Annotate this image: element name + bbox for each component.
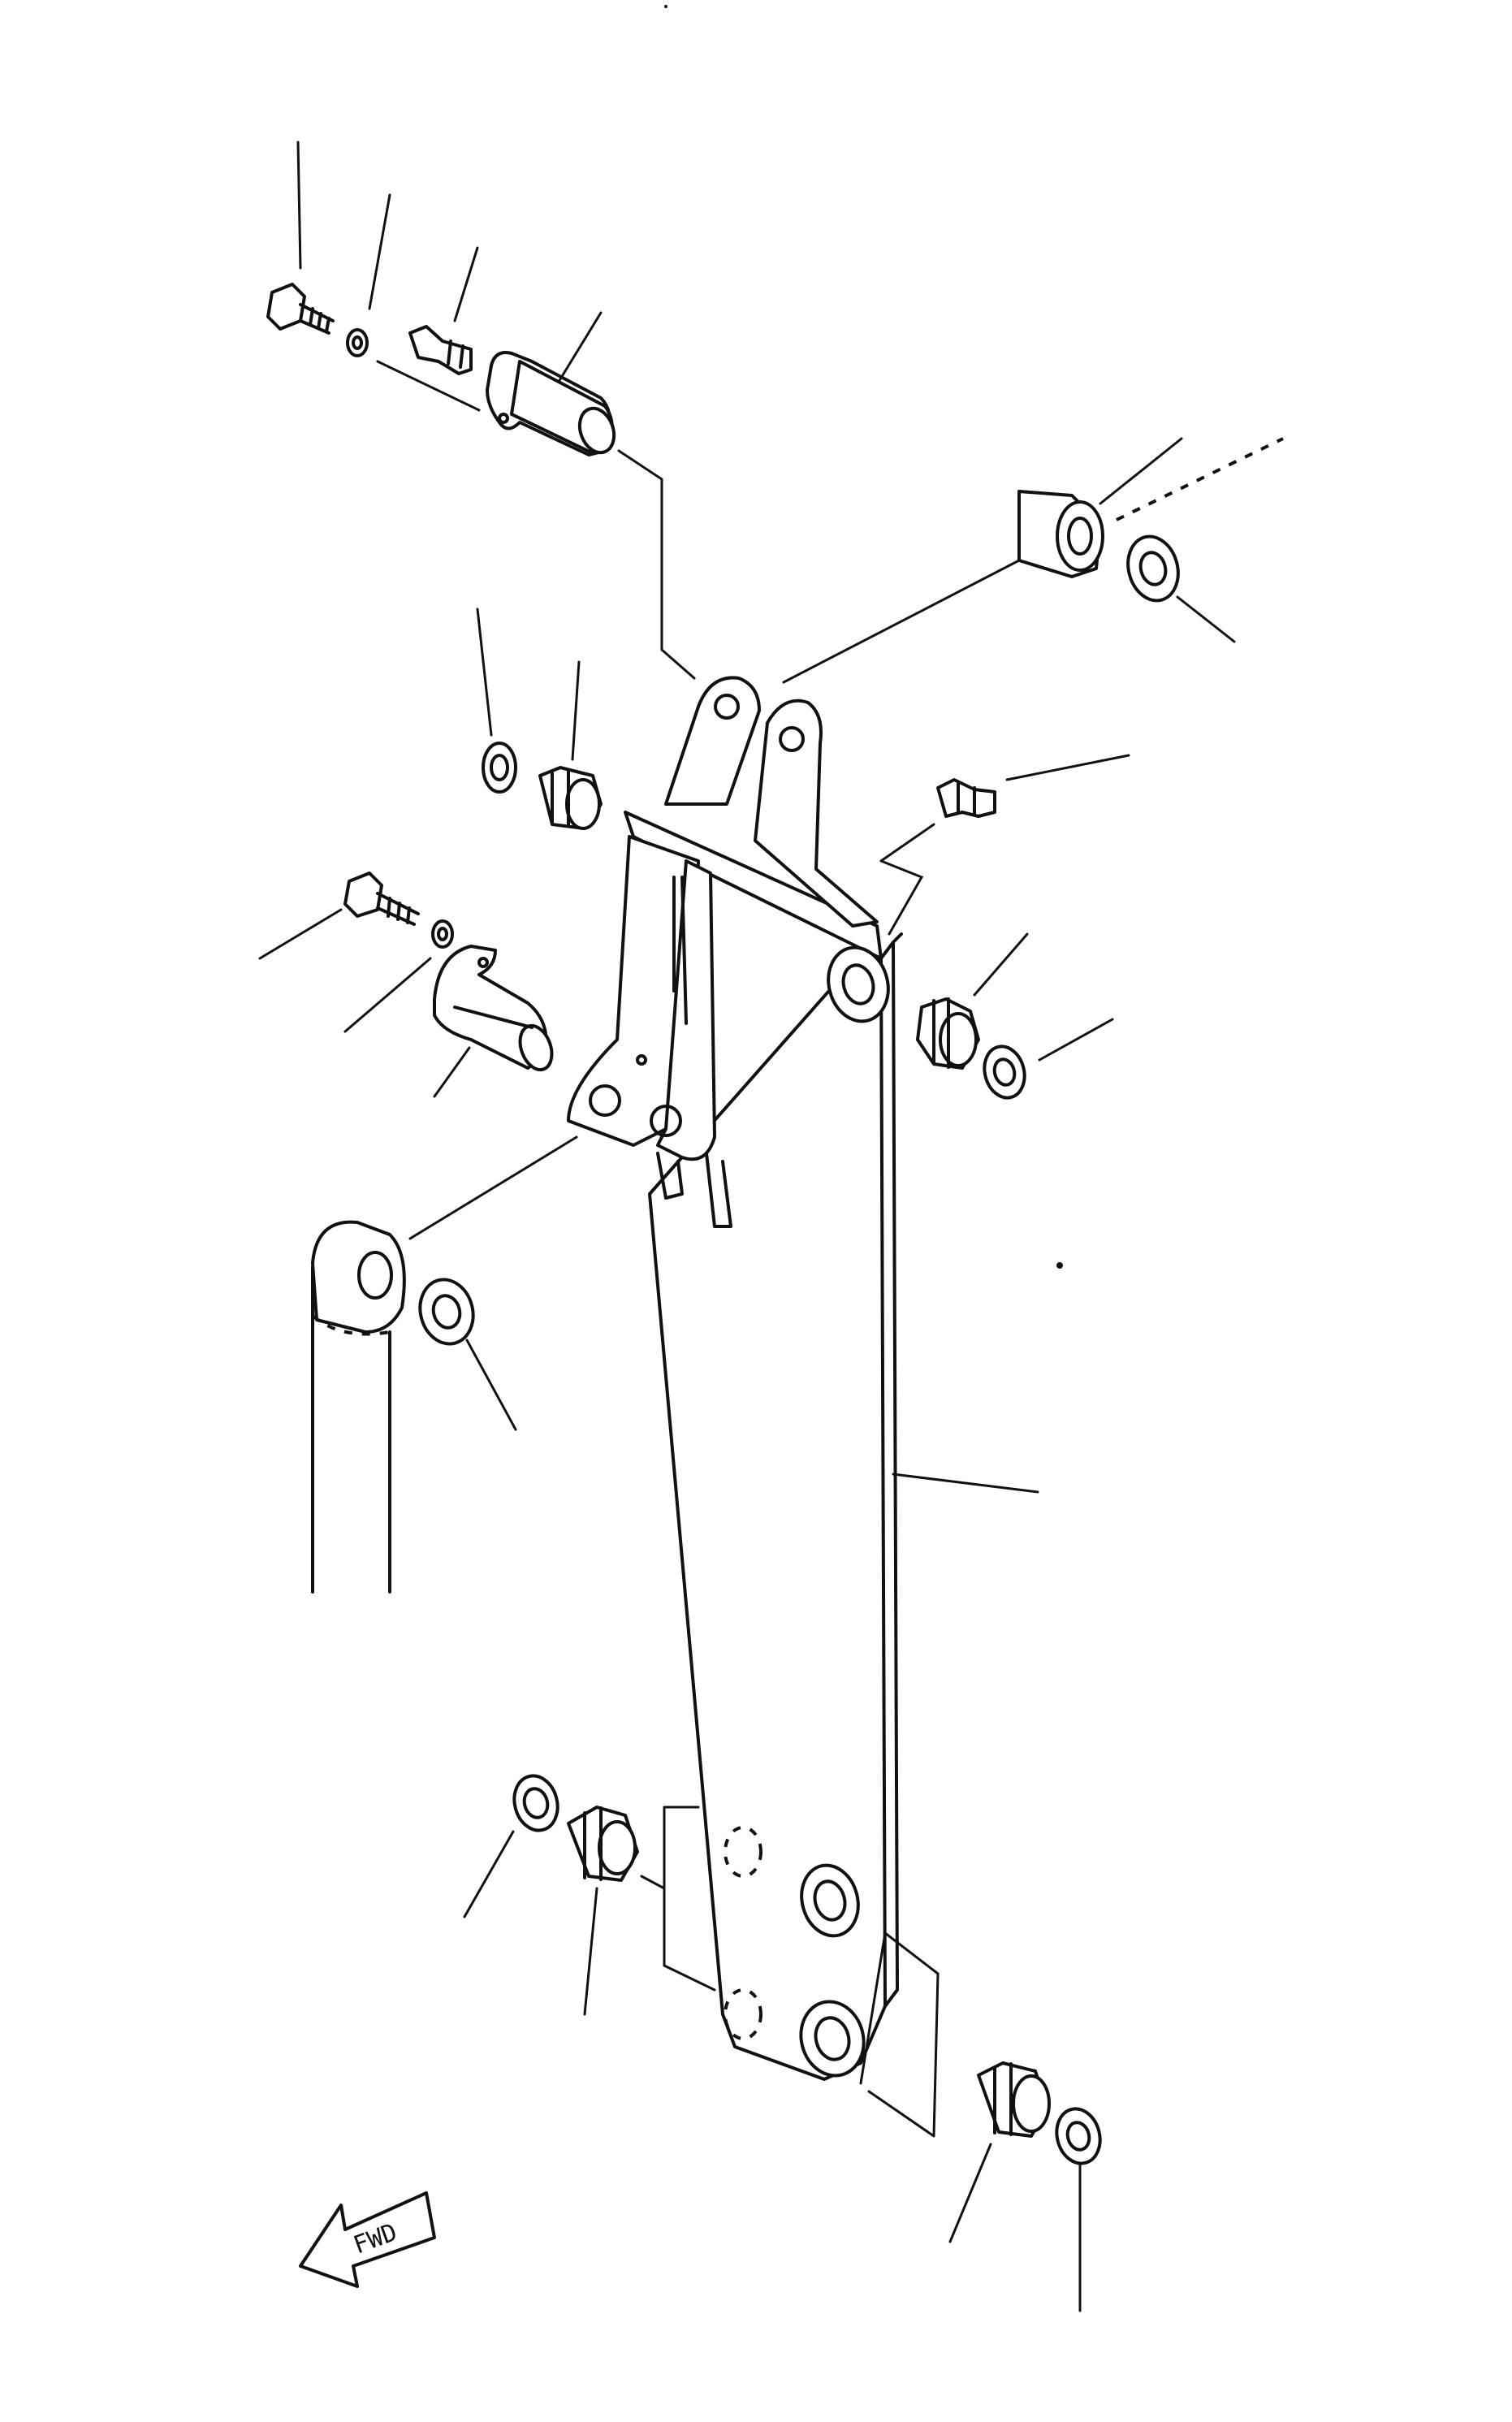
leader-line [557, 311, 603, 383]
leader-line [867, 1931, 940, 2138]
leader-line [258, 908, 343, 960]
bushing-icon [1017, 490, 1104, 578]
leader-line [948, 2143, 992, 2243]
bushing-icon [916, 997, 980, 1070]
grease-fitting-icon [936, 778, 996, 818]
leader-line [1038, 1018, 1114, 1062]
bolt-icon [343, 871, 420, 926]
leader-line [1099, 437, 1183, 505]
seal-icon [512, 1774, 559, 1832]
leader-line [859, 1931, 887, 2085]
grease-fitting-icon [408, 325, 473, 375]
leader-line [571, 660, 581, 761]
bushing-icon [538, 766, 603, 830]
shim-icon [418, 1278, 475, 1346]
pin-icon [486, 351, 616, 456]
speck [664, 5, 667, 8]
bolt-icon [266, 283, 335, 335]
leader-line [476, 608, 493, 737]
leader-line [296, 141, 302, 270]
leader-line [433, 1046, 471, 1098]
leader-line [453, 246, 479, 322]
leader-line [376, 360, 481, 412]
leader-line [408, 1135, 578, 1240]
leader-line [1116, 437, 1284, 521]
leader-line [617, 449, 696, 680]
leader-line [1005, 754, 1130, 781]
seal-icon [983, 1044, 1026, 1100]
leader-line [463, 1830, 515, 1918]
shim-icon [346, 328, 369, 357]
shim-icon [1126, 534, 1180, 603]
leader-line [583, 1887, 598, 2016]
leader-line [640, 1806, 716, 1992]
shim-icon [431, 919, 454, 949]
leader-line [343, 957, 432, 1033]
seal-icon [1055, 2107, 1102, 2165]
fwd-arrow-icon: FWD [299, 2191, 436, 2288]
leader-line [892, 1473, 1039, 1494]
seal-icon [482, 742, 517, 794]
leader-line [879, 823, 935, 936]
leader-line [465, 1339, 517, 1431]
cylinder-end-icon [311, 1220, 406, 1594]
pin-icon [433, 945, 554, 1072]
bushing-icon [567, 1806, 639, 1882]
speck [1056, 1262, 1063, 1269]
leader-line [1176, 595, 1236, 643]
leader-line [368, 193, 391, 310]
bushing-icon [977, 2061, 1051, 2138]
leader-line [782, 559, 1021, 684]
arm-assembly-icon [567, 676, 903, 2081]
leader-line [973, 932, 1029, 997]
